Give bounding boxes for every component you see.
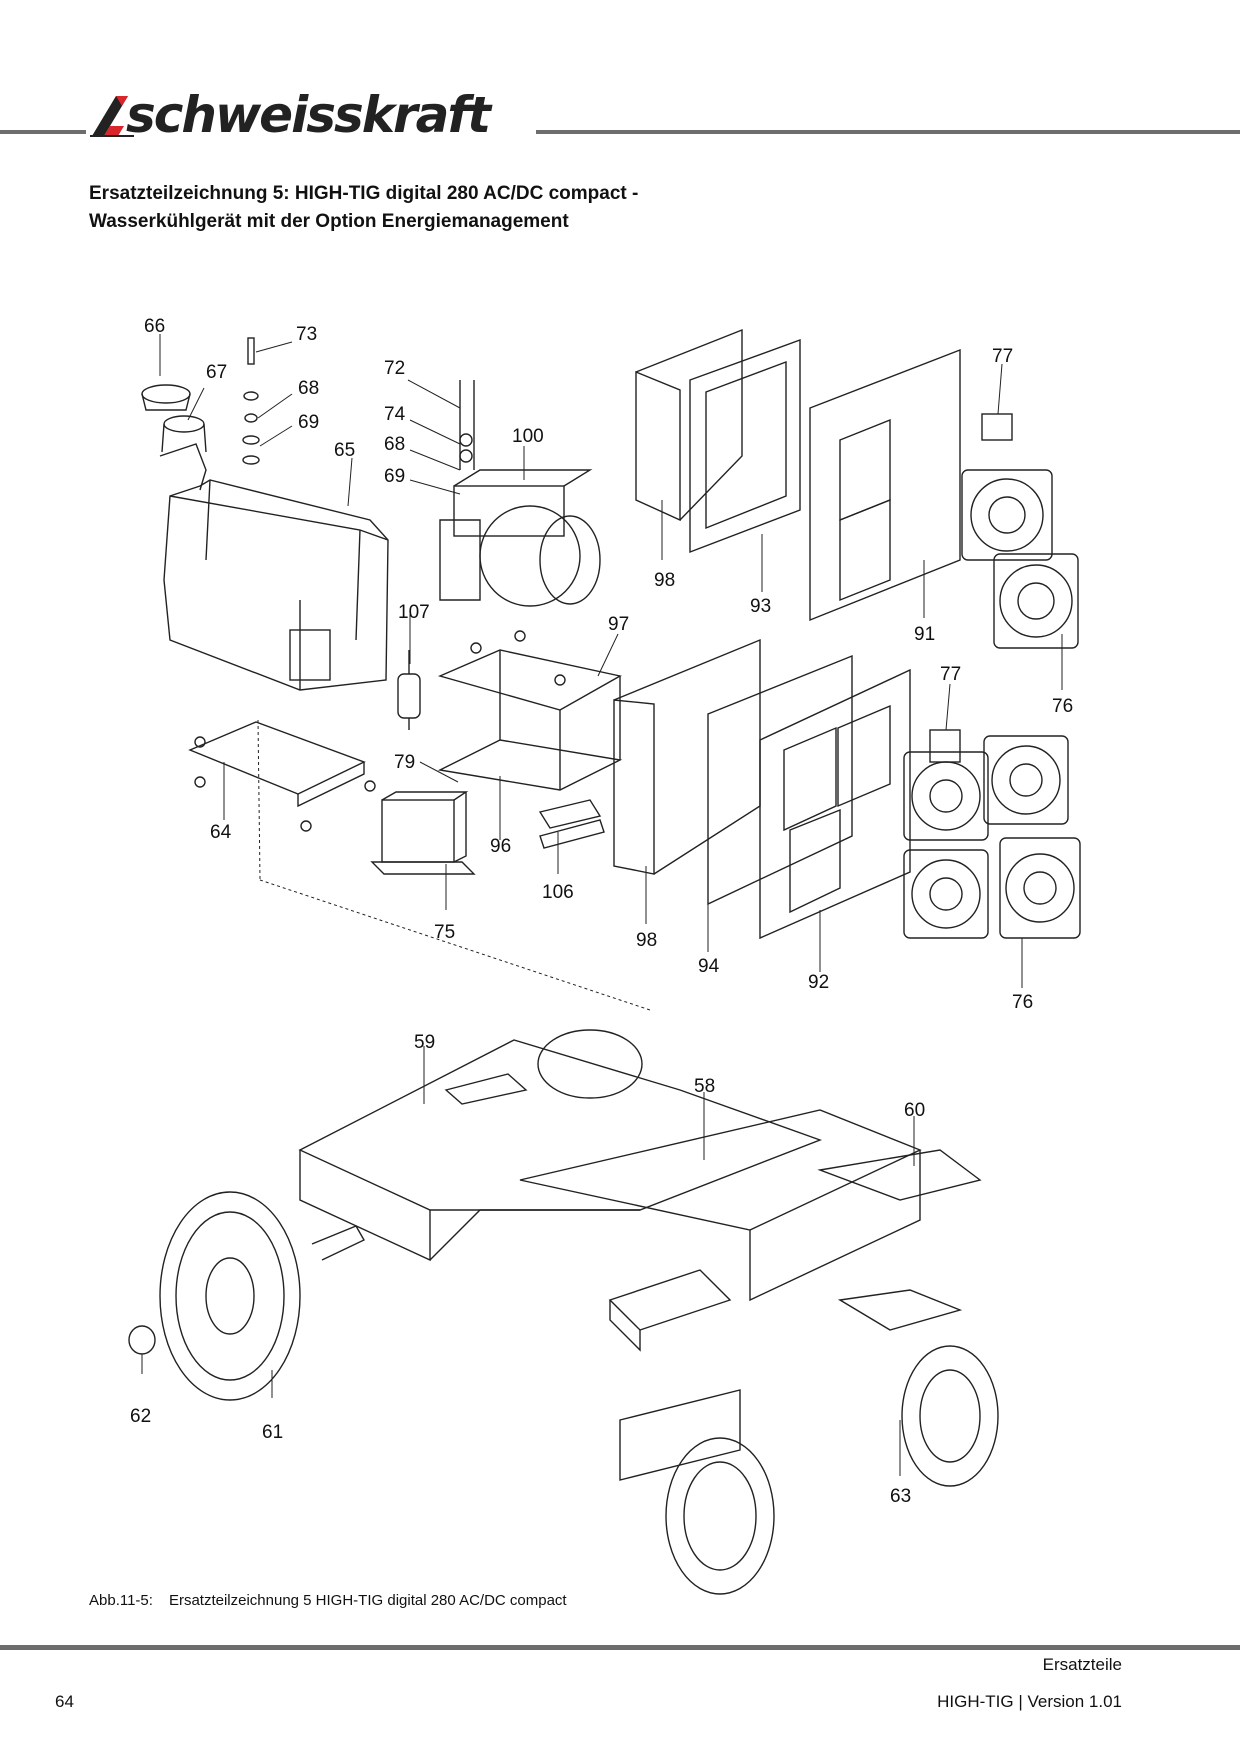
upper-radiator — [635, 328, 961, 622]
lower-fans — [903, 729, 1081, 939]
callout-106: 106 — [542, 882, 574, 903]
capacitor — [397, 650, 421, 730]
callout-75: 75 — [434, 922, 455, 943]
title-line-2: Wasserkühlgerät mit der Option Energiema… — [89, 211, 569, 232]
document-version: HIGH-TIG | Version 1.01 — [937, 1692, 1122, 1711]
callout-76-b: 76 — [1012, 992, 1033, 1013]
callout-77-a: 77 — [992, 346, 1013, 367]
callout-65: 65 — [334, 440, 355, 461]
callout-93: 93 — [750, 596, 771, 617]
callout-67: 67 — [206, 362, 227, 383]
page-number: 64 — [55, 1692, 74, 1711]
brand-name: schweisskraft — [126, 86, 491, 144]
callout-68-b: 68 — [384, 434, 405, 455]
lower-radiator — [613, 638, 911, 940]
callout-97: 97 — [608, 614, 629, 635]
trolley-wheels — [128, 1191, 999, 1595]
terminal-block — [538, 799, 605, 849]
figure-caption: Abb.11-5: Ersatzteilzeichnung 5 HIGH-TIG … — [89, 1592, 567, 1609]
header-rule-left — [0, 130, 86, 134]
callout-79: 79 — [394, 752, 415, 773]
transformer — [370, 791, 476, 875]
brand-logo: schweisskraft — [88, 86, 528, 144]
leader-lines — [141, 334, 1063, 1476]
callout-94: 94 — [698, 956, 720, 977]
upper-fans — [961, 413, 1079, 649]
footer-rule — [0, 1645, 1240, 1650]
footer-section-name: Ersatzteile — [1042, 1655, 1122, 1674]
callout-58: 58 — [694, 1076, 715, 1097]
callout-74: 74 — [384, 404, 406, 425]
caption-label: Abb.11-5: — [89, 1592, 153, 1609]
callout-98-b: 98 — [636, 930, 657, 951]
page-title: Ersatzteilzeichnung 5: HIGH-TIG digital … — [89, 180, 638, 236]
callout-100: 100 — [512, 426, 544, 447]
callout-72: 72 — [384, 358, 405, 379]
callout-64: 64 — [210, 822, 232, 843]
base-plate — [188, 721, 376, 832]
callout-61: 61 — [262, 1422, 283, 1443]
callout-76-a: 76 — [1052, 696, 1073, 717]
callout-91: 91 — [914, 624, 935, 645]
filler-screws — [242, 337, 260, 465]
callout-63: 63 — [890, 1486, 911, 1507]
callout-60: 60 — [904, 1100, 925, 1121]
callout-68-a: 68 — [298, 378, 319, 399]
callout-96: 96 — [490, 836, 511, 857]
callout-69-b: 69 — [384, 466, 405, 487]
trolley-chassis — [298, 1029, 982, 1302]
callout-59: 59 — [414, 1032, 435, 1053]
caption-text: Ersatzteilzeichnung 5 HIGH-TIG digital 2… — [168, 1592, 567, 1609]
callout-73: 73 — [296, 324, 317, 345]
pump-motor — [439, 380, 601, 607]
header-rule-right — [536, 130, 1240, 134]
title-line-1: Ersatzteilzeichnung 5: HIGH-TIG digital … — [89, 183, 639, 204]
callout-92: 92 — [808, 972, 829, 993]
callout-66: 66 — [144, 316, 165, 337]
mounting-plates — [437, 630, 623, 791]
callout-69-a: 69 — [298, 412, 319, 433]
callout-98-a: 98 — [654, 570, 675, 591]
callout-62: 62 — [130, 1406, 151, 1427]
water-tank — [141, 384, 389, 691]
callout-107: 107 — [398, 602, 430, 623]
callout-77-b: 77 — [940, 664, 961, 685]
logo-mark-icon — [90, 96, 134, 137]
